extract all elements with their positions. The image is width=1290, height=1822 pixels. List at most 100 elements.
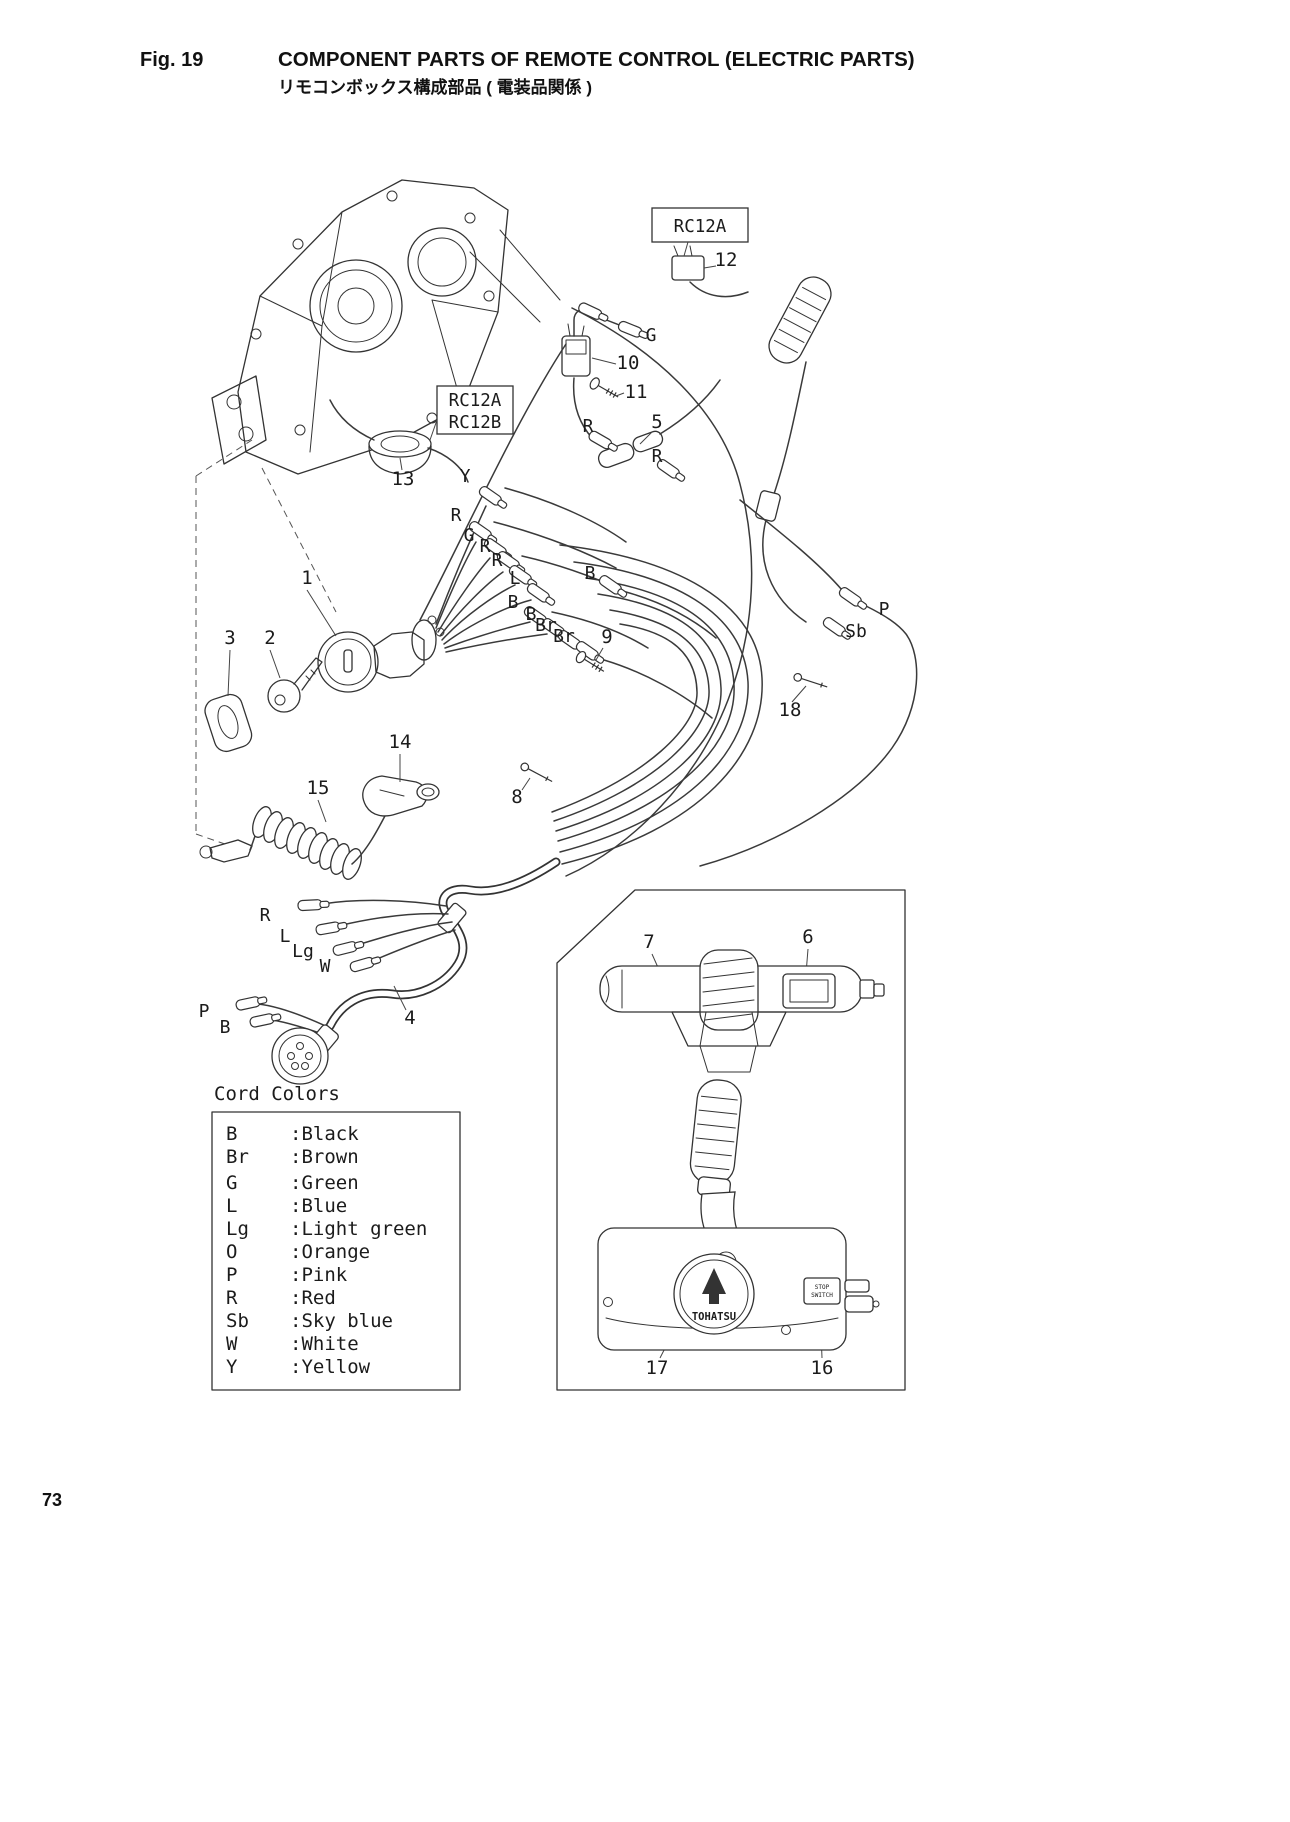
wire-label: R <box>480 536 491 557</box>
wire-label: B <box>526 604 537 625</box>
stop-knob <box>416 783 440 801</box>
screw-part-11 <box>587 375 622 403</box>
wire-label: R <box>492 550 503 571</box>
stop-switch-text-1: STOP <box>815 1284 830 1291</box>
legend-name: :Green <box>290 1172 359 1194</box>
tape-junction <box>437 902 467 934</box>
wire-label: B <box>585 563 596 584</box>
kill-switch-assembly <box>671 245 843 623</box>
wire-label: Y <box>460 466 471 487</box>
callout-11: 11 <box>625 381 648 403</box>
legend-name: :Black <box>290 1123 359 1145</box>
wire-label: B <box>220 1017 231 1038</box>
wire-label: L <box>280 926 291 947</box>
wire-label: B <box>508 592 519 613</box>
plate-bracket <box>211 375 267 465</box>
bullet-connector <box>234 993 269 1012</box>
rc12ab-line2: RC12B <box>449 413 502 433</box>
page-title: COMPONENT PARTS OF REMOTE CONTROL (ELECT… <box>278 48 915 71</box>
bullet-connector <box>477 484 510 512</box>
lanyard-coil <box>252 806 362 880</box>
switch-panel <box>782 973 836 1009</box>
round-connector <box>271 1027 329 1085</box>
legend-code: P <box>226 1264 237 1286</box>
callout-18: 18 <box>779 699 802 721</box>
callout-17: 17 <box>646 1357 669 1379</box>
wire-label: Sb <box>845 621 867 642</box>
wire-label: R <box>583 416 594 437</box>
wire-label: G <box>464 525 475 546</box>
wire-label: P <box>879 599 890 620</box>
callout-3: 3 <box>224 627 235 649</box>
bullet-connector <box>348 953 383 974</box>
legend-code: W <box>226 1333 238 1355</box>
callout-13: 13 <box>392 468 415 490</box>
legend-name: :Brown <box>290 1146 359 1168</box>
pin-part-8 <box>519 761 555 786</box>
bullet-connector <box>331 938 366 957</box>
callout-1: 1 <box>301 567 312 589</box>
legend-name: :White <box>290 1333 359 1355</box>
page-number: 73 <box>42 1490 62 1510</box>
bullet-connector <box>297 898 330 912</box>
wire-label: R <box>652 446 663 467</box>
legend-code: Y <box>226 1356 238 1378</box>
callout-16: 16 <box>811 1357 834 1379</box>
wire-color-labels: G R R Y R G R R L B B B Br Br P Sb R L L… <box>199 325 890 1038</box>
remote-control-inset: TOHATSU STOP SWITCH <box>556 889 906 1391</box>
pin-part-18 <box>792 671 829 692</box>
legend-name: :Orange <box>290 1241 370 1263</box>
wire-label: P <box>199 1001 210 1022</box>
control-front-view: TOHATSU STOP SWITCH <box>597 1079 880 1351</box>
callout-numbers: 1 2 3 4 5 6 7 8 9 10 11 12 13 14 15 16 1… <box>224 249 833 1379</box>
main-harness <box>234 857 561 1085</box>
legend-box <box>211 1111 461 1391</box>
stop-switch-text-2: SWITCH <box>811 1292 833 1299</box>
brand-logo: TOHATSU <box>673 1253 755 1335</box>
legend-code: R <box>226 1287 238 1309</box>
plug-connector <box>671 255 705 281</box>
legend-code: Br <box>226 1146 249 1168</box>
legend-name: :Light green <box>290 1218 427 1240</box>
bullet-connector <box>314 919 349 936</box>
legend-name: :Pink <box>290 1264 348 1286</box>
rc12ab-line1: RC12A <box>449 391 502 411</box>
brand-text: TOHATSU <box>692 1311 736 1323</box>
wire-label: W <box>320 956 331 977</box>
rc12a-box-label: RC12A <box>674 217 727 237</box>
lanyard-assembly <box>199 775 440 880</box>
stop-switch-button: STOP SWITCH <box>803 1277 841 1305</box>
callout-12: 12 <box>715 249 738 271</box>
legend-code: L <box>226 1195 237 1217</box>
stop-switch-plate <box>362 775 428 817</box>
legend-code: Sb <box>226 1310 249 1332</box>
legend-name: :Blue <box>290 1195 347 1217</box>
legend-code: G <box>226 1172 237 1194</box>
fan-wires <box>435 487 717 719</box>
key-switch <box>317 343 567 693</box>
grip-top <box>699 949 759 1031</box>
legend-code: Lg <box>226 1218 249 1240</box>
grommet-part <box>329 399 469 483</box>
ignition-key <box>267 657 323 713</box>
cord-colors-legend: Cord Colors B :Black Br :Brown G :Green … <box>211 1083 461 1391</box>
relay-part <box>561 300 651 403</box>
legend-name: :Yellow <box>290 1356 371 1378</box>
wiring-loops <box>551 307 918 877</box>
legend-name: :Red <box>290 1287 336 1309</box>
page-subtitle-jp: リモコンボックス構成部品 ( 電装品関係 ) <box>278 77 592 97</box>
trident-mark <box>702 1268 726 1304</box>
bullet-connector <box>837 585 870 613</box>
rc12ab-reference-box: RC12A RC12B <box>429 385 514 441</box>
callout-9: 9 <box>601 626 612 648</box>
callout-14: 14 <box>389 731 412 753</box>
callout-8: 8 <box>511 786 522 808</box>
legend-name: :Sky blue <box>290 1310 393 1332</box>
wire-label: Br <box>535 615 557 636</box>
wire-label: L <box>510 568 521 589</box>
callout-4: 4 <box>404 1007 415 1029</box>
lanyard-clip <box>209 839 253 863</box>
callout-7: 7 <box>643 931 654 953</box>
